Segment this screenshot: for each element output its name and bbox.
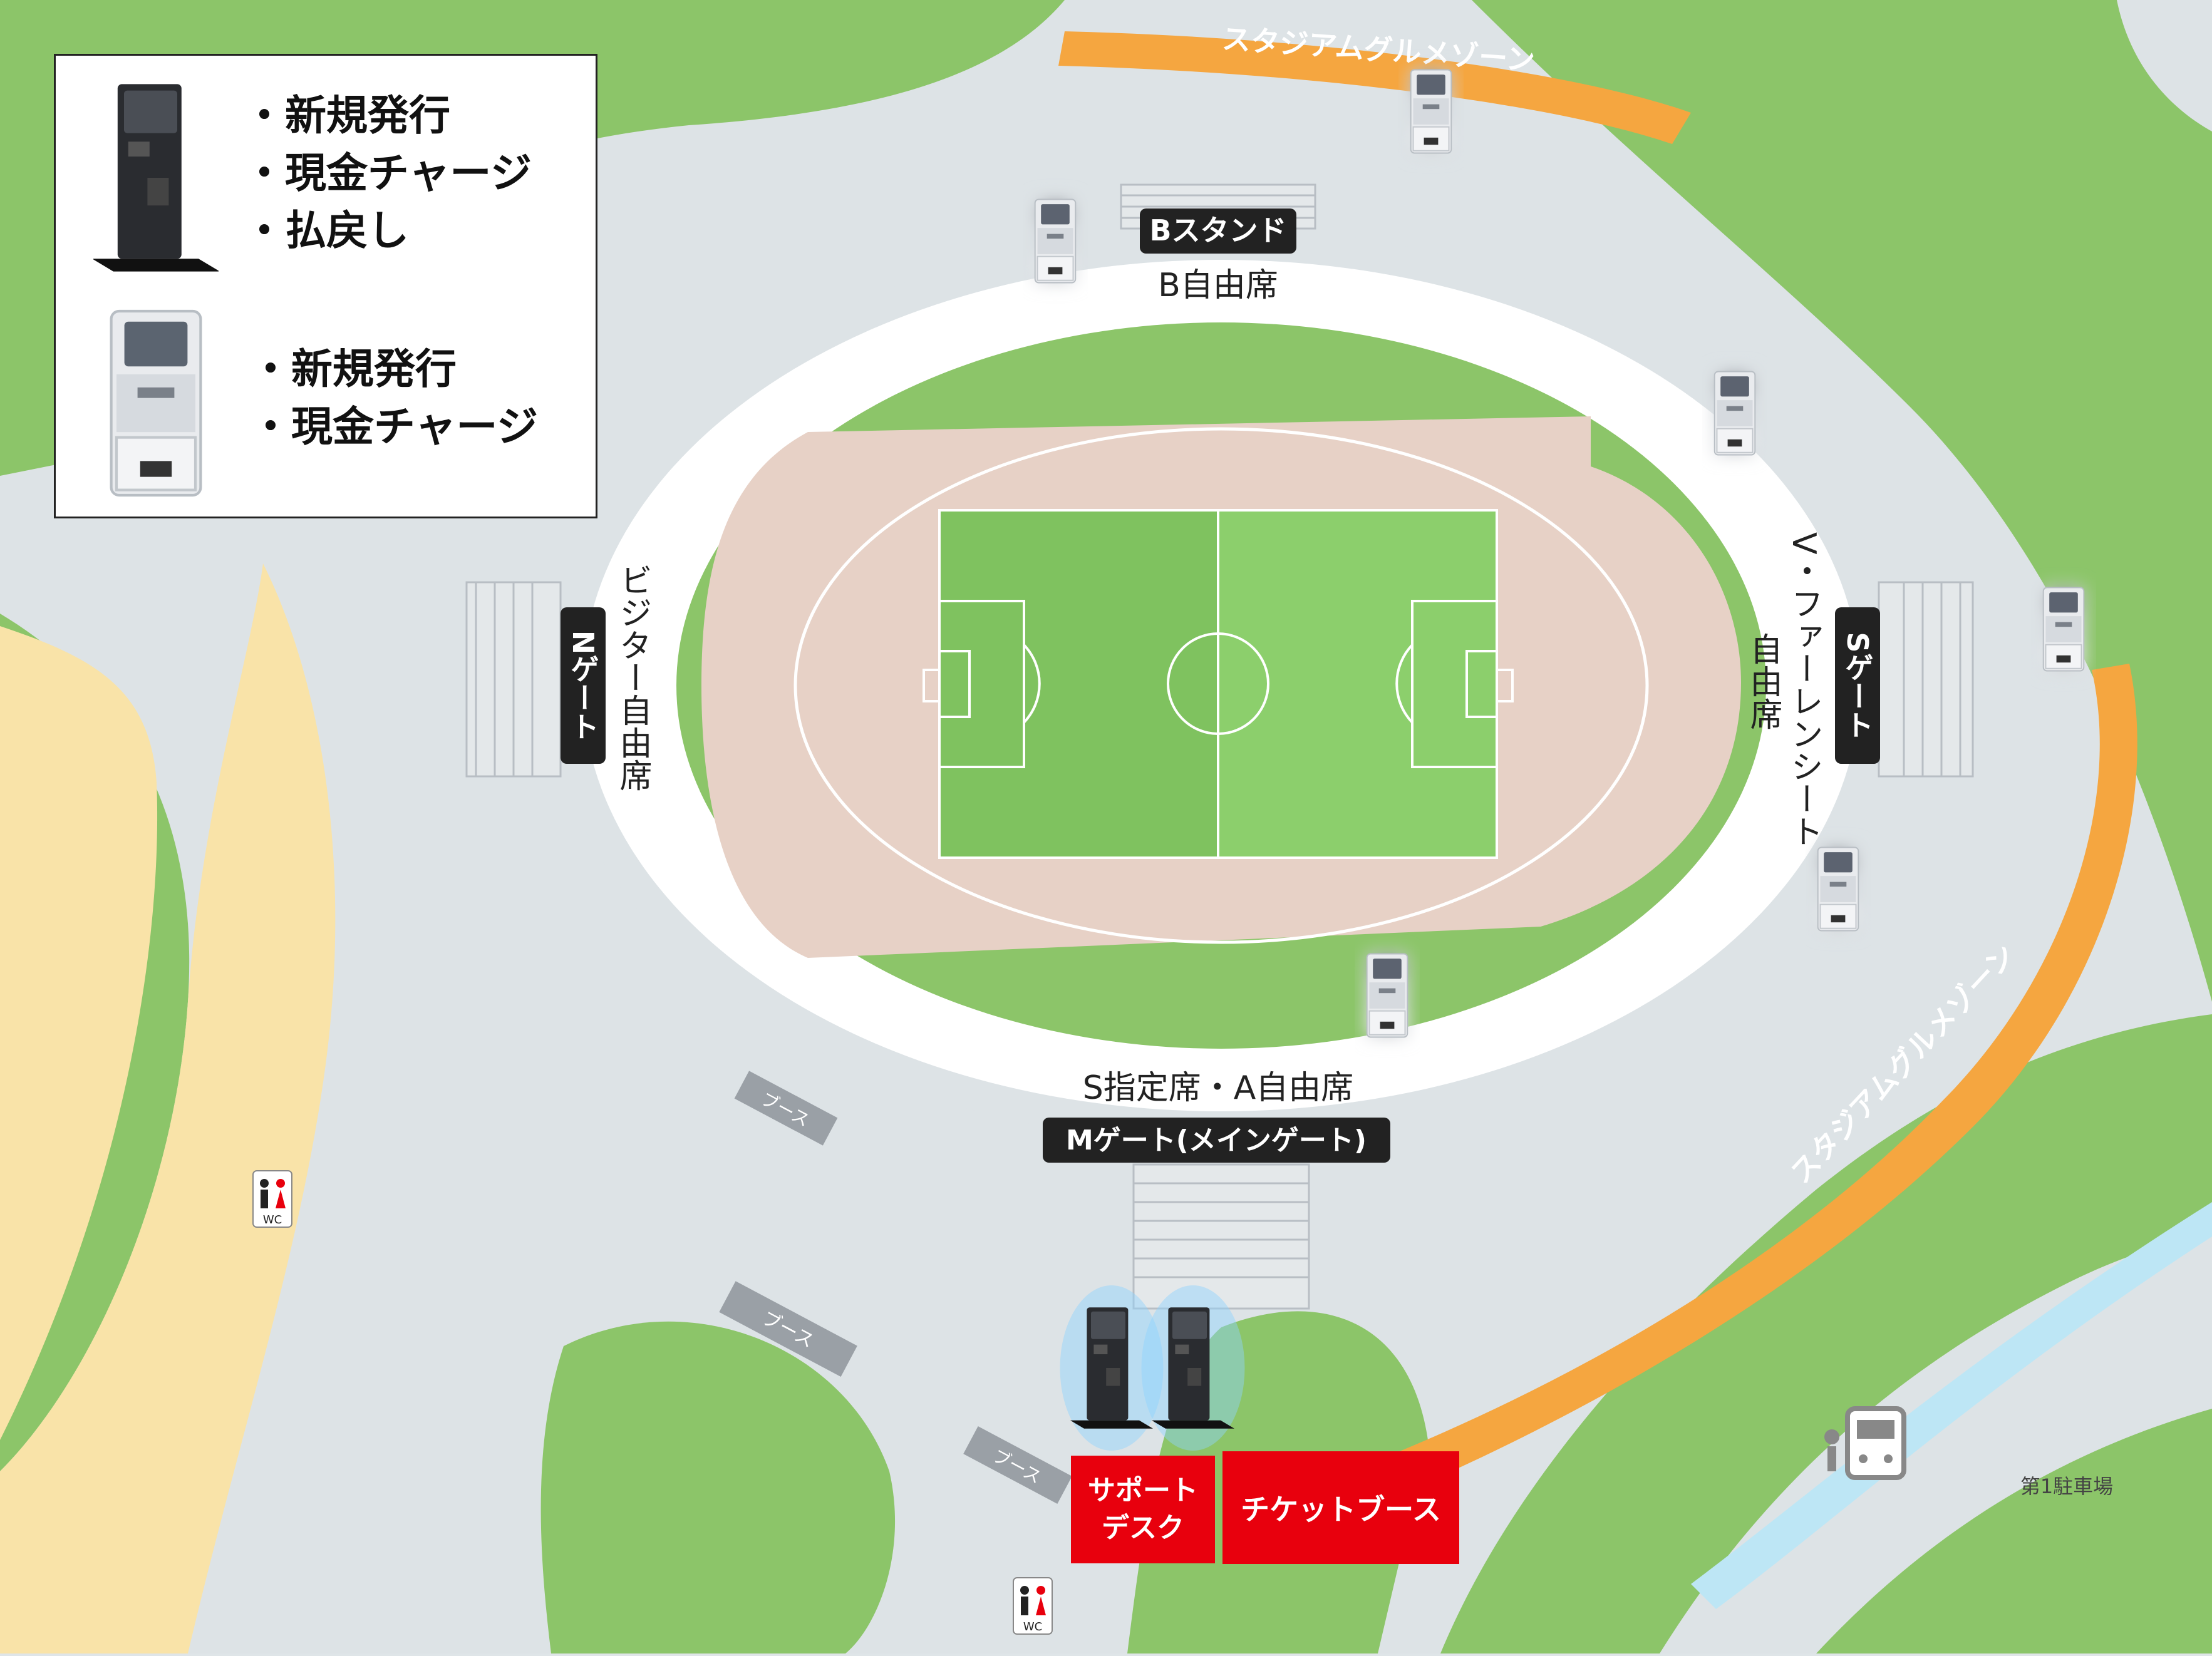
legend-line: ・現金チャージ <box>250 403 539 451</box>
kiosk-white-icon <box>1817 846 1859 932</box>
stairs-west <box>465 581 562 778</box>
kiosk-black-icon <box>1060 1285 1164 1451</box>
s-reserved-label: S指定席・A自由席 <box>1083 1069 1354 1107</box>
v-varen-seat-label: V・ファーレンシート <box>1785 532 1822 848</box>
svg-text:WC: WC <box>1023 1620 1042 1633</box>
kiosk-white-icon <box>100 300 212 507</box>
ticket-booth[interactable]: チケットブース <box>1222 1451 1459 1564</box>
legend-line: ・払戻し <box>244 207 409 255</box>
v-varen-free-label: 自由席 <box>1744 632 1782 730</box>
kiosk-black-icon <box>1141 1285 1245 1451</box>
track-line <box>793 427 1649 944</box>
path-corner <box>2117 0 2212 131</box>
legend: ・新規発行 ・現金チャージ ・払戻し ・新規発行 ・現金チャージ <box>54 54 597 518</box>
kiosk-white-icon <box>1410 69 1452 154</box>
stairs-east <box>1878 581 1974 778</box>
kiosk-white-icon <box>1713 371 1756 456</box>
svg-text:Sゲート: Sゲート <box>1841 632 1874 739</box>
b-seat-label: B自由席 <box>1158 267 1278 304</box>
park-south <box>540 1321 896 1653</box>
wc-icon: WC <box>1013 1577 1053 1635</box>
m-gate-label: Mゲート(メインゲート) <box>1043 1118 1390 1163</box>
svg-text:Bスタンド: Bスタンド <box>1149 213 1286 247</box>
sand-west <box>0 626 158 1440</box>
park-northeast <box>1472 0 2212 1002</box>
kiosk-white-icon <box>2042 587 2085 672</box>
water-channel <box>1691 1202 2212 1609</box>
visitor-seat-label: ビジター自由席 <box>614 563 651 791</box>
sand-southwest <box>0 563 336 1653</box>
stairs-south <box>1132 1163 1310 1310</box>
wc-icon: WC <box>252 1170 292 1228</box>
parking-label: 第1駐車場 <box>2020 1474 2113 1498</box>
kiosk-white-icon <box>1034 198 1077 284</box>
svg-text:Mゲート(メインゲート): Mゲート(メインゲート) <box>1066 1124 1367 1156</box>
s-gate-label: Sゲート <box>1835 607 1880 764</box>
soccer-field-half <box>939 510 1218 858</box>
legend-line: ・新規発行 <box>250 345 457 393</box>
n-gate-label: Nゲート <box>561 607 606 764</box>
svg-text:Nゲート: Nゲート <box>566 630 600 741</box>
legend-line: ・新規発行 <box>244 91 450 140</box>
park-far-southeast <box>1816 1409 2212 1653</box>
gourmet-zone-top <box>1058 31 1691 144</box>
svg-text:WC: WC <box>263 1213 282 1227</box>
kiosk-black-icon <box>93 84 219 272</box>
bus-stop-icon <box>1824 1406 1906 1480</box>
support-desk[interactable]: サポート デスク <box>1071 1456 1215 1563</box>
legend-line: ・現金チャージ <box>244 149 532 197</box>
kiosk-white-icon <box>1366 953 1408 1038</box>
field-markings <box>923 509 1514 859</box>
b-stand-label: Bスタンド <box>1140 208 1296 254</box>
gourmet-zone-right <box>1397 664 2137 1490</box>
